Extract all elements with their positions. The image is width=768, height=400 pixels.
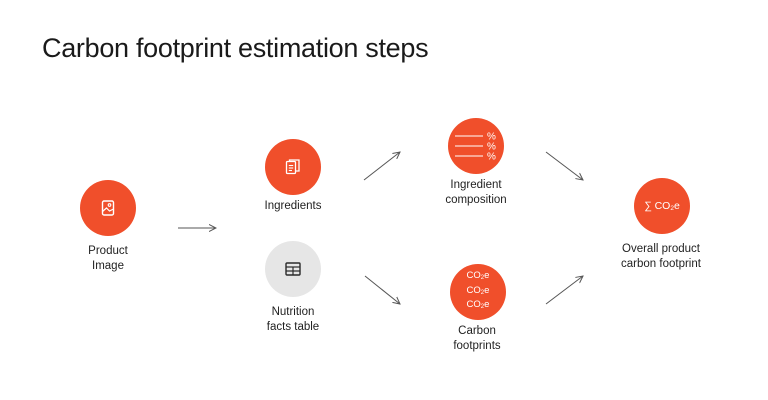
overall-footprint-label: Overall product carbon footprint — [621, 243, 701, 270]
sum-co2-icon: ∑ CO2e — [644, 200, 680, 212]
arrow-ingredients-to-composition — [363, 152, 400, 181]
ingredients-node — [265, 139, 321, 195]
arrow-carbon-to-overall — [545, 276, 583, 305]
nutrition-table-label: Nutrition facts table — [266, 306, 320, 333]
overall-footprint-node: ∑ CO2e — [634, 178, 690, 234]
nutrition-table-node — [265, 241, 321, 297]
co2-list-icon: CO2e CO2e CO2e — [466, 270, 490, 311]
carbon-footprints-label: Carbon footprints — [453, 325, 501, 352]
arrow-nutrition-to-carbon — [364, 275, 400, 304]
ingredient-composition-node: % % % — [448, 118, 504, 174]
product-image-label: Product Image — [88, 245, 128, 272]
percent-list-icon: % % % — [455, 132, 496, 163]
table-icon — [285, 262, 301, 276]
svg-text:%: % — [487, 152, 496, 163]
diagram-title: Carbon footprint estimation steps — [42, 33, 429, 63]
product-image-node — [80, 180, 136, 236]
arrow-composition-to-overall — [545, 151, 583, 180]
svg-text:%: % — [487, 142, 496, 153]
documents-icon — [285, 159, 300, 175]
ingredient-composition-label: Ingredient composition — [445, 179, 507, 206]
carbon-footprints-node: CO2e CO2e CO2e — [450, 264, 506, 320]
image-file-icon — [101, 200, 115, 216]
svg-text:%: % — [487, 132, 496, 143]
ingredients-label: Ingredients — [264, 200, 322, 212]
